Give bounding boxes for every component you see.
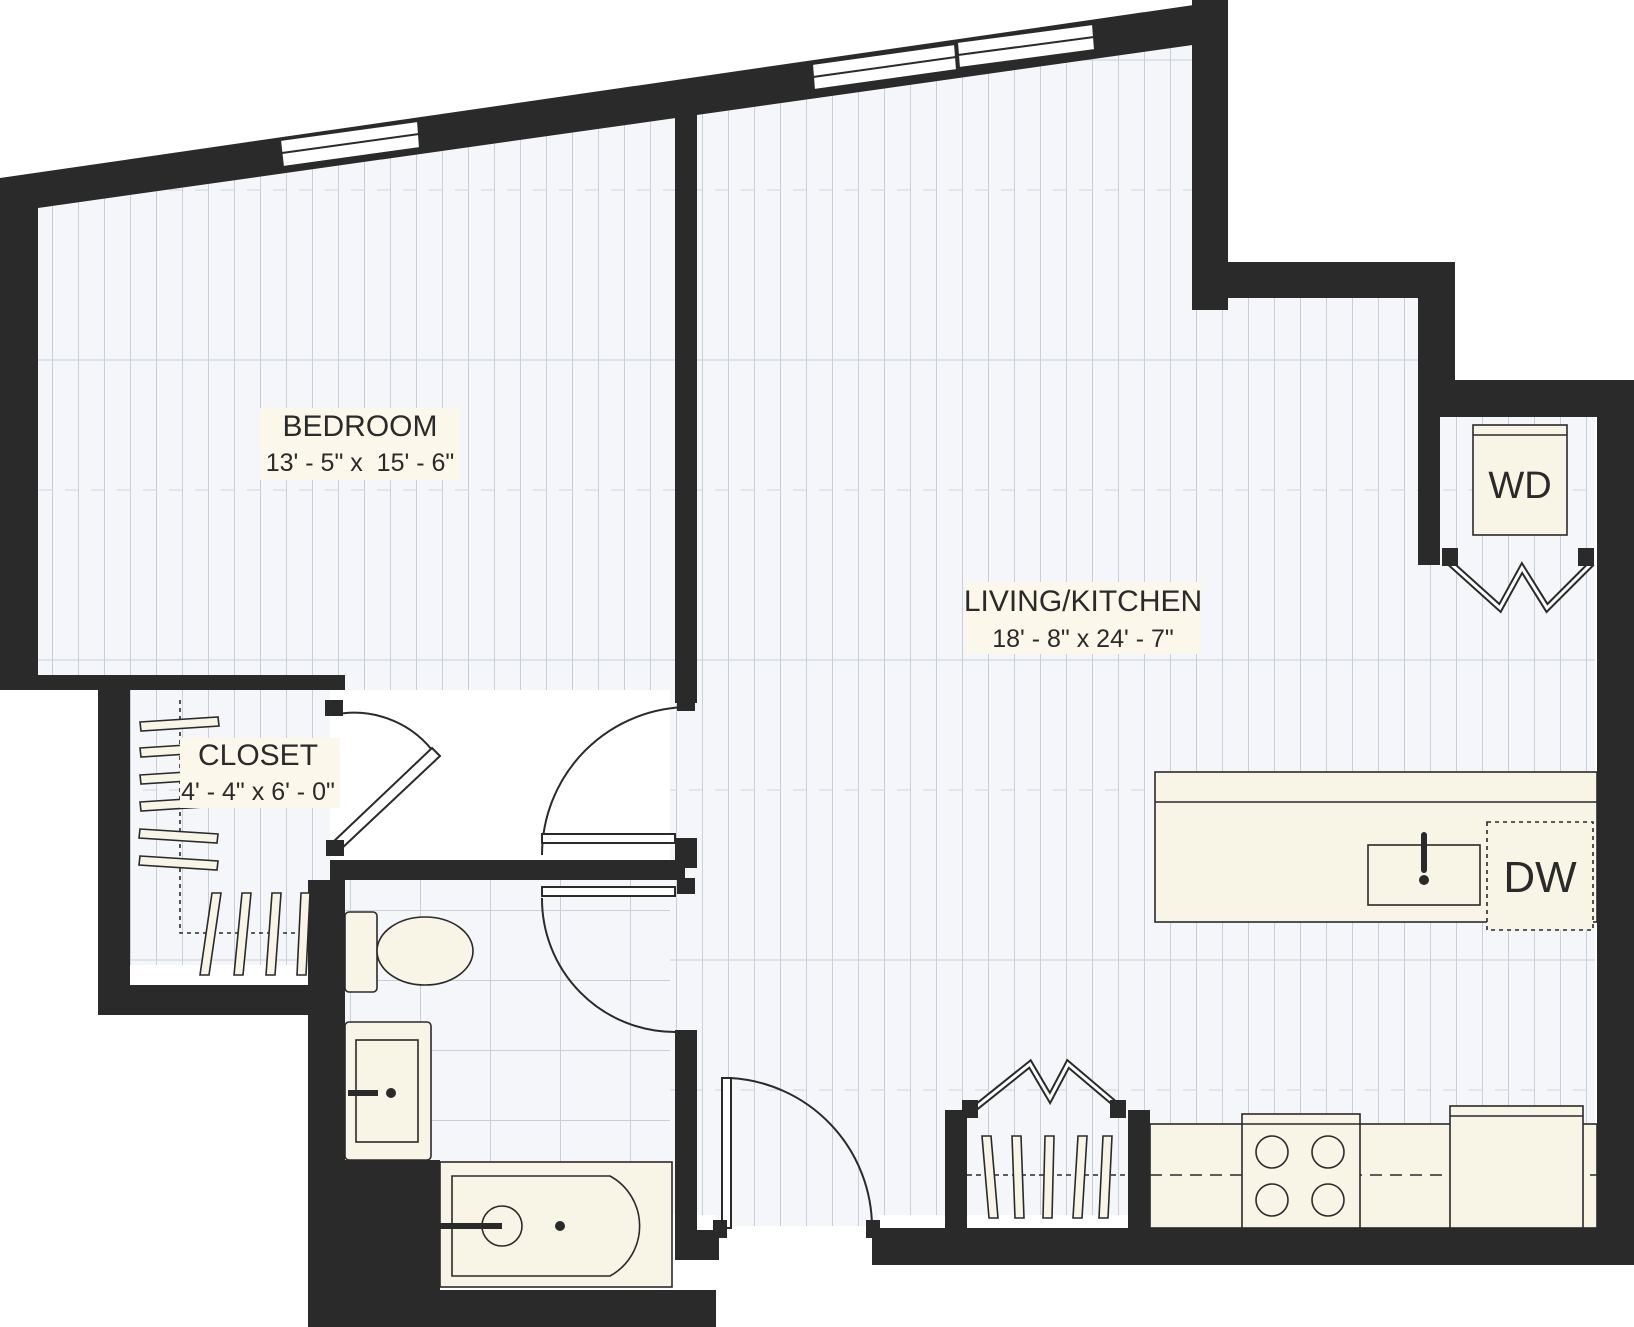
closet-door-leaf [330, 746, 442, 852]
closet-name: CLOSET [198, 739, 318, 772]
closet-west-wall [98, 690, 130, 1015]
closet-door-swing [332, 711, 433, 751]
burner-icon [1255, 1183, 1289, 1217]
laundry-west-wall [1418, 417, 1440, 565]
bedroom-dimensions: 13' - 5" x 15' - 6" [266, 449, 455, 477]
dishwasher [1486, 821, 1594, 931]
bedroom-door-leaf [541, 833, 676, 844]
bath-shaft [345, 1160, 440, 1290]
living-kitchen-name: LIVING/KITCHEN [964, 585, 1202, 618]
east-step-wall-2 [1418, 262, 1455, 384]
kitchen-island: DW [1154, 771, 1598, 931]
toilet-bowl [376, 916, 474, 986]
bath-door-leaf [541, 886, 676, 897]
bedroom-door-swing [541, 706, 691, 856]
bedroom-label: BEDROOM 13' - 5" x 15' - 6" [260, 408, 460, 480]
living-south-wall [872, 1228, 1634, 1265]
washer-dryer-label: WD [1488, 465, 1551, 507]
bath-door-swing [540, 897, 676, 1033]
washer-dryer: WD [1472, 424, 1568, 536]
west-wall [0, 178, 38, 680]
bedroom-floor [38, 115, 670, 965]
bath-south-wall [308, 1290, 716, 1327]
pantry-east-wall [1128, 1110, 1150, 1240]
bath-east-wall-lower [675, 1030, 697, 1260]
toilet-tank [344, 911, 378, 993]
pantry-shelving [967, 1135, 1128, 1219]
bedroom-name: BEDROOM [282, 410, 437, 443]
entry-door-leaf [721, 1077, 732, 1229]
doors [330, 560, 1595, 1229]
bedroom-south-wall [0, 675, 345, 690]
northeast-wall [1192, 0, 1228, 310]
bath-west-wall [308, 880, 345, 1327]
closet-south-wall [98, 985, 330, 1015]
pantry-west-wall [945, 1110, 967, 1240]
closet-label: CLOSET 4' - 4" x 6' - 0" [180, 738, 340, 808]
burner-icon [1311, 1183, 1345, 1217]
dishwasher-label: DW [1503, 853, 1577, 902]
burner-icon [1255, 1135, 1289, 1169]
bedroom-partition-wall [675, 108, 697, 703]
door-jambs [325, 548, 1594, 1238]
closet-dimensions: 4' - 4" x 6' - 0" [181, 778, 335, 806]
refrigerator [1449, 1105, 1584, 1229]
east-wall [1597, 380, 1634, 1265]
living-kitchen-dimensions: 18' - 8" x 24' - 7" [992, 625, 1174, 653]
living-kitchen-label: LIVING/KITCHEN 18' - 8" x 24' - 7" [964, 582, 1202, 654]
entry-door-swing [729, 1077, 874, 1229]
bathroom-fixtures [344, 911, 673, 1288]
bath-north-wall [330, 860, 685, 880]
kitchen-counter [1149, 1105, 1598, 1229]
tub-basin [451, 1175, 641, 1277]
burner-icon [1311, 1135, 1345, 1169]
windows [278, 22, 1097, 169]
closet-floor [130, 690, 330, 965]
east-step-wall-1 [1192, 262, 1455, 298]
